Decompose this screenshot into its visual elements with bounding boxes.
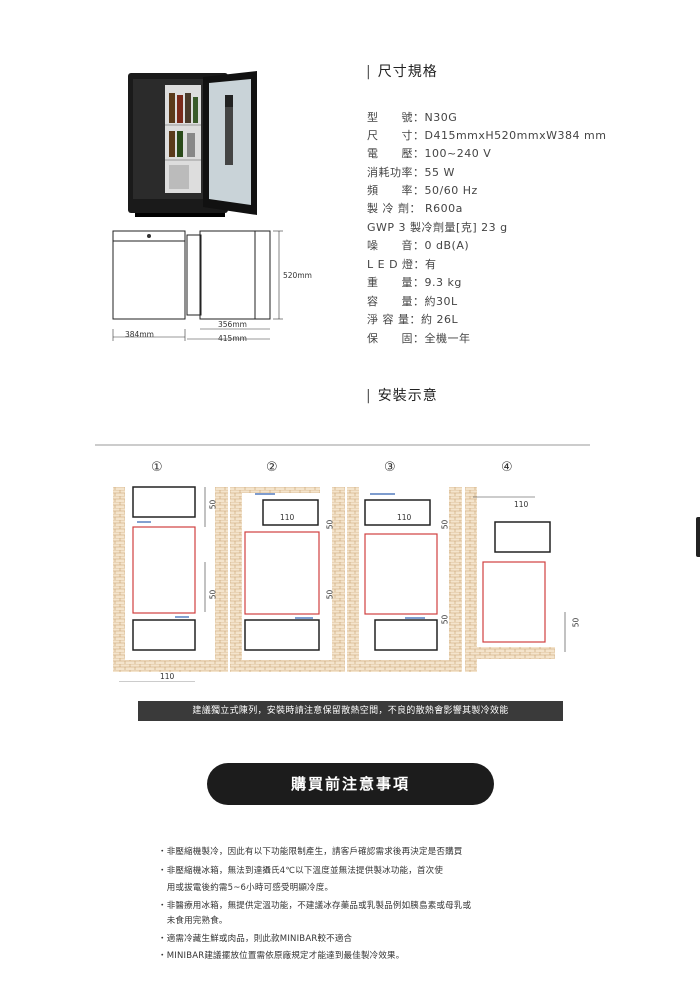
- note-item: ・非醫療用冰箱，無提供定溫功能，不建議冰存藥品或乳製品例如胰島素或母乳或: [158, 901, 472, 911]
- dim-depth-label: 415mm: [218, 334, 247, 343]
- install-step-3: ③: [384, 460, 396, 475]
- dim-width-label: 384mm: [125, 330, 154, 339]
- clearance-label: 110: [160, 672, 175, 681]
- note-item: ・非壓縮機製冷，因此有以下功能限制產生，請客戶確認需求後再決定是否購買: [158, 847, 463, 857]
- clearance-label: 50: [440, 519, 450, 530]
- spec-row: 重 量：9.3 kg: [367, 276, 462, 289]
- install-step-4: ④: [501, 460, 513, 475]
- dim-height-label: 520mm: [283, 271, 312, 280]
- clearance-label: 50: [571, 617, 581, 628]
- clearance-label: 50: [208, 499, 218, 510]
- spec-row: 製 冷 劑： R600a: [367, 202, 463, 215]
- note-item: ・適需冷藏生鮮或肉品，則此款MINIBAR較不適合: [158, 934, 353, 944]
- clearance-label: 110: [280, 513, 295, 522]
- clearance-label: 110: [514, 500, 529, 509]
- spec-row: 消耗功率：55 W: [367, 166, 455, 179]
- note-item: ・MINIBAR建議擺放位置需依原廠規定才能達到最佳製冷效果。: [158, 951, 405, 961]
- dim-inner-depth-label: 356mm: [218, 320, 247, 329]
- clearance-label: 110: [397, 513, 412, 522]
- install-step-2: ②: [266, 460, 278, 475]
- spec-row: 頻 率：50/60 Hz: [367, 184, 478, 197]
- install-step-1: ①: [151, 460, 163, 475]
- clearance-label: 50: [325, 589, 335, 600]
- note-item: 用或拔電後約需5~6小時可感受明顯冷度。: [158, 883, 334, 893]
- spec-row: 保 固：全機一年: [367, 332, 471, 345]
- notes-section-title: 購買前注意事項: [207, 763, 494, 805]
- install-diagram: [95, 442, 590, 683]
- spec-section-title: |尺寸規格: [366, 64, 438, 80]
- note-item: 未食用完熟食。: [158, 916, 228, 926]
- install-section-title: |安裝示意: [366, 388, 438, 404]
- install-warning-banner: 建議獨立式陳列，安裝時請注意保留散熱空間，不良的散熱會影響其製冷效能: [138, 701, 563, 721]
- clearance-label: 50: [208, 589, 218, 600]
- spec-row: GWP 3 製冷劑量[克] 23 g: [367, 221, 508, 234]
- dimension-drawing: [112, 230, 283, 341]
- scroll-edge-tab[interactable]: [696, 517, 700, 557]
- spec-row: 型 號：N30G: [367, 111, 458, 124]
- minibar-product-photo: [128, 71, 257, 217]
- spec-row: 容 量：約30L: [367, 295, 458, 308]
- note-item: ・非壓縮機冰箱，無法到達攝氏4℃以下溫度並無法提供製冰功能，首次使: [158, 866, 444, 876]
- spec-row: 電 壓：100~240 V: [367, 147, 492, 160]
- spec-row: 噪 音：0 dB(A): [367, 239, 470, 252]
- clearance-label: 50: [325, 519, 335, 530]
- spec-row: 淨 容 量：約 26L: [367, 313, 459, 326]
- spec-row: L E D 燈：有: [367, 258, 437, 271]
- spec-row: 尺 寸：D415mmxH520mmxW384 mm: [367, 129, 607, 142]
- clearance-label: 50: [440, 614, 450, 625]
